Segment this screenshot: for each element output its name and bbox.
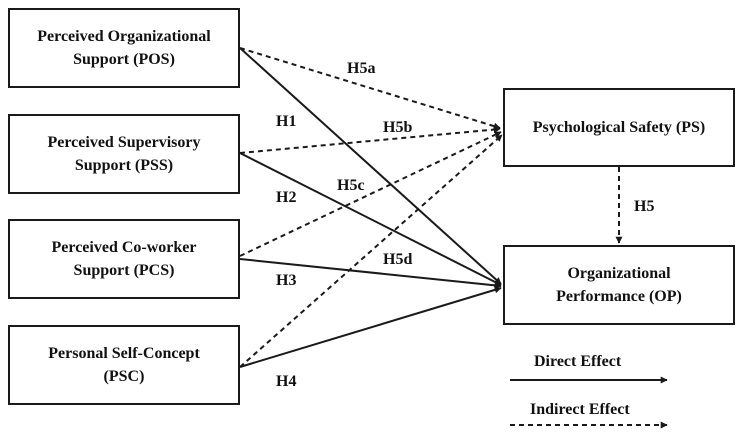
box-pos-line-2: Support (POS) <box>73 51 175 68</box>
box-op-line-2: Performance (OP) <box>556 288 682 305</box>
label-h5: H5 <box>634 198 655 215</box>
arrow-pss-op-h2 <box>239 152 502 286</box>
arrow-psc-ps-h5d <box>239 134 503 368</box>
arrow-pcs-ps-h5c <box>239 131 502 257</box>
arrow-pss-ps-h5b <box>239 126 501 154</box>
label-h3: H3 <box>276 272 297 289</box>
arrow-pcs-op-h3 <box>239 258 502 289</box>
label-h2: H2 <box>276 189 297 206</box>
label-h4: H4 <box>276 373 297 390</box>
box-psc-line-1: Personal Self-Concept <box>48 345 200 362</box>
box-pos: Perceived Organizational Support (POS) <box>8 8 240 88</box>
box-pcs-line-2: Support (PCS) <box>73 262 175 279</box>
legend-indirect-label: Indirect Effect <box>530 401 630 418</box>
box-op: Organizational Performance (OP) <box>503 245 735 325</box>
box-pss-line-1: Perceived Supervisory <box>47 134 201 151</box>
arrow-psc-op-h4 <box>239 286 502 368</box>
box-pcs: Perceived Co-worker Support (PCS) <box>8 219 240 299</box>
box-pcs-line-1: Perceived Co-worker <box>51 239 197 256</box>
label-h5b: H5b <box>383 119 413 136</box>
arrow-pos-op-h1 <box>239 47 502 285</box>
legend-direct-label: Direct Effect <box>534 353 622 370</box>
box-psc-line-2: (PSC) <box>103 368 145 385</box>
label-h1: H1 <box>276 113 297 130</box>
box-psc: Personal Self-Concept (PSC) <box>8 325 240 405</box>
arrow-pos-ps-h5a <box>239 47 501 130</box>
label-h5a: H5a <box>347 60 376 77</box>
box-pss: Perceived Supervisory Support (PSS) <box>8 114 240 194</box>
label-h5d: H5d <box>383 251 413 268</box>
box-pos-line-1: Perceived Organizational <box>37 28 211 45</box>
box-op-line-1: Organizational <box>567 265 671 282</box>
box-ps-line-1: Psychological Safety (PS) <box>532 119 706 136</box>
box-ps: Psychological Safety (PS) <box>503 88 735 167</box>
label-h5c: H5c <box>337 177 365 194</box>
box-pss-line-2: Support (PSS) <box>74 157 174 174</box>
